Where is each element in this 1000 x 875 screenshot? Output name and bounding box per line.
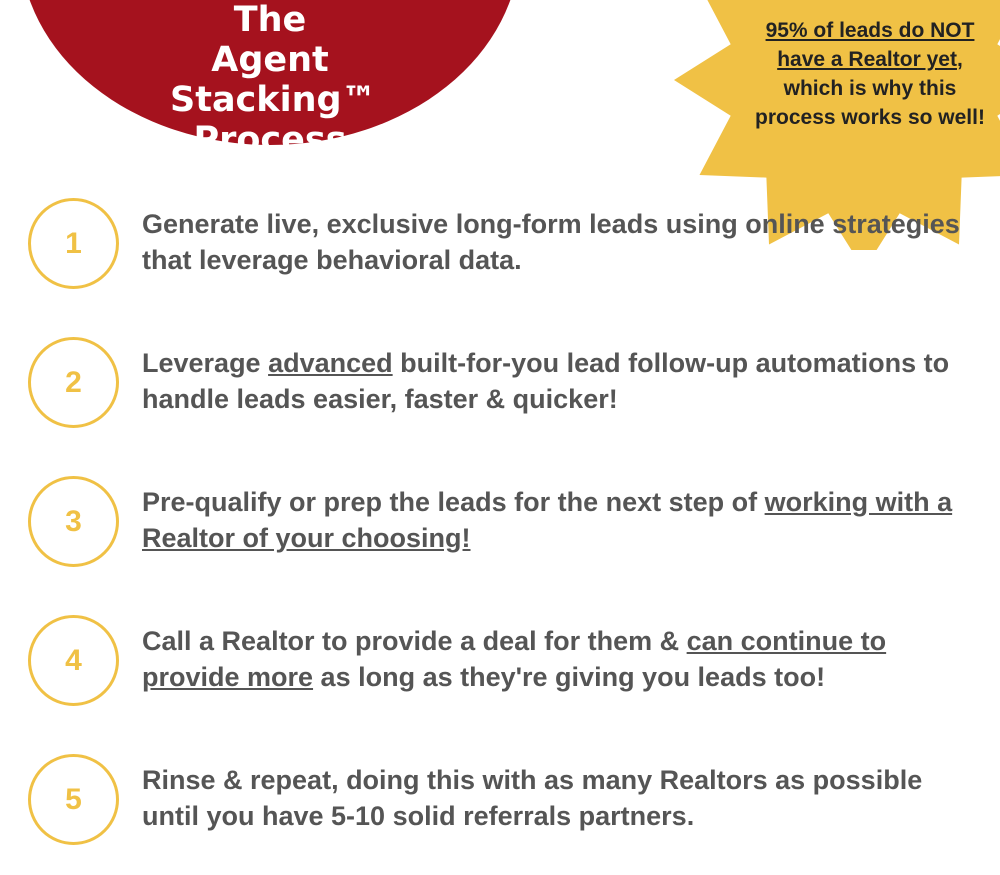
title-line-3: Process: [193, 120, 347, 160]
step-3: 3 Pre-qualify or prep the leads for the …: [28, 476, 988, 576]
step-4: 4 Call a Realtor to provide a deal for t…: [28, 615, 988, 715]
step-1: 1 Generate live, exclusive long-form lea…: [28, 198, 988, 298]
step-text-part: Leverage: [142, 348, 269, 378]
title-line-1: The Agent: [211, 0, 329, 80]
step-number-circle: 1: [28, 198, 119, 289]
step-text-underlined: advanced: [268, 348, 393, 378]
step-text: Leverage advanced built-for-you lead fol…: [142, 345, 962, 417]
callout-text: 95% of leads do NOT have a Realtor yet, …: [750, 16, 990, 132]
step-text-part: built-for-you lead follow-up automations…: [142, 348, 950, 414]
callout-rest: , which is why this process works so wel…: [755, 48, 985, 129]
step-number-circle: 2: [28, 337, 119, 428]
step-text-underlined: can continue to provide more: [142, 626, 887, 692]
step-5: 5 Rinse & repeat, doing this with as man…: [28, 754, 988, 854]
step-number-circle: 3: [28, 476, 119, 567]
step-text-part: Rinse & repeat, doing this with as many …: [142, 765, 923, 831]
step-text: Pre-qualify or prep the leads for the ne…: [142, 484, 962, 556]
step-text-part: as long as they're giving you leads too!: [313, 662, 826, 692]
callout-underlined: 95% of leads do NOT have a Realtor yet: [765, 19, 975, 71]
page-title: The Agent Stacking™ Process: [170, 0, 377, 160]
step-2: 2 Leverage advanced built-for-you lead f…: [28, 337, 988, 437]
title-line-2: Stacking™: [170, 80, 377, 120]
step-number-circle: 5: [28, 754, 119, 845]
step-number-circle: 4: [28, 615, 119, 706]
step-text: Rinse & repeat, doing this with as many …: [142, 762, 962, 834]
step-text-part: Call a Realtor to provide a deal for the…: [142, 626, 687, 656]
step-text-underlined: working with a Realtor of your choosing!: [142, 487, 953, 553]
starburst-badge: [674, 0, 1000, 250]
step-text: Call a Realtor to provide a deal for the…: [142, 623, 962, 695]
step-text-part: Generate live, exclusive long-form leads…: [142, 209, 960, 275]
step-text-part: Pre-qualify or prep the leads for the ne…: [142, 487, 765, 517]
step-text: Generate live, exclusive long-form leads…: [142, 206, 962, 278]
